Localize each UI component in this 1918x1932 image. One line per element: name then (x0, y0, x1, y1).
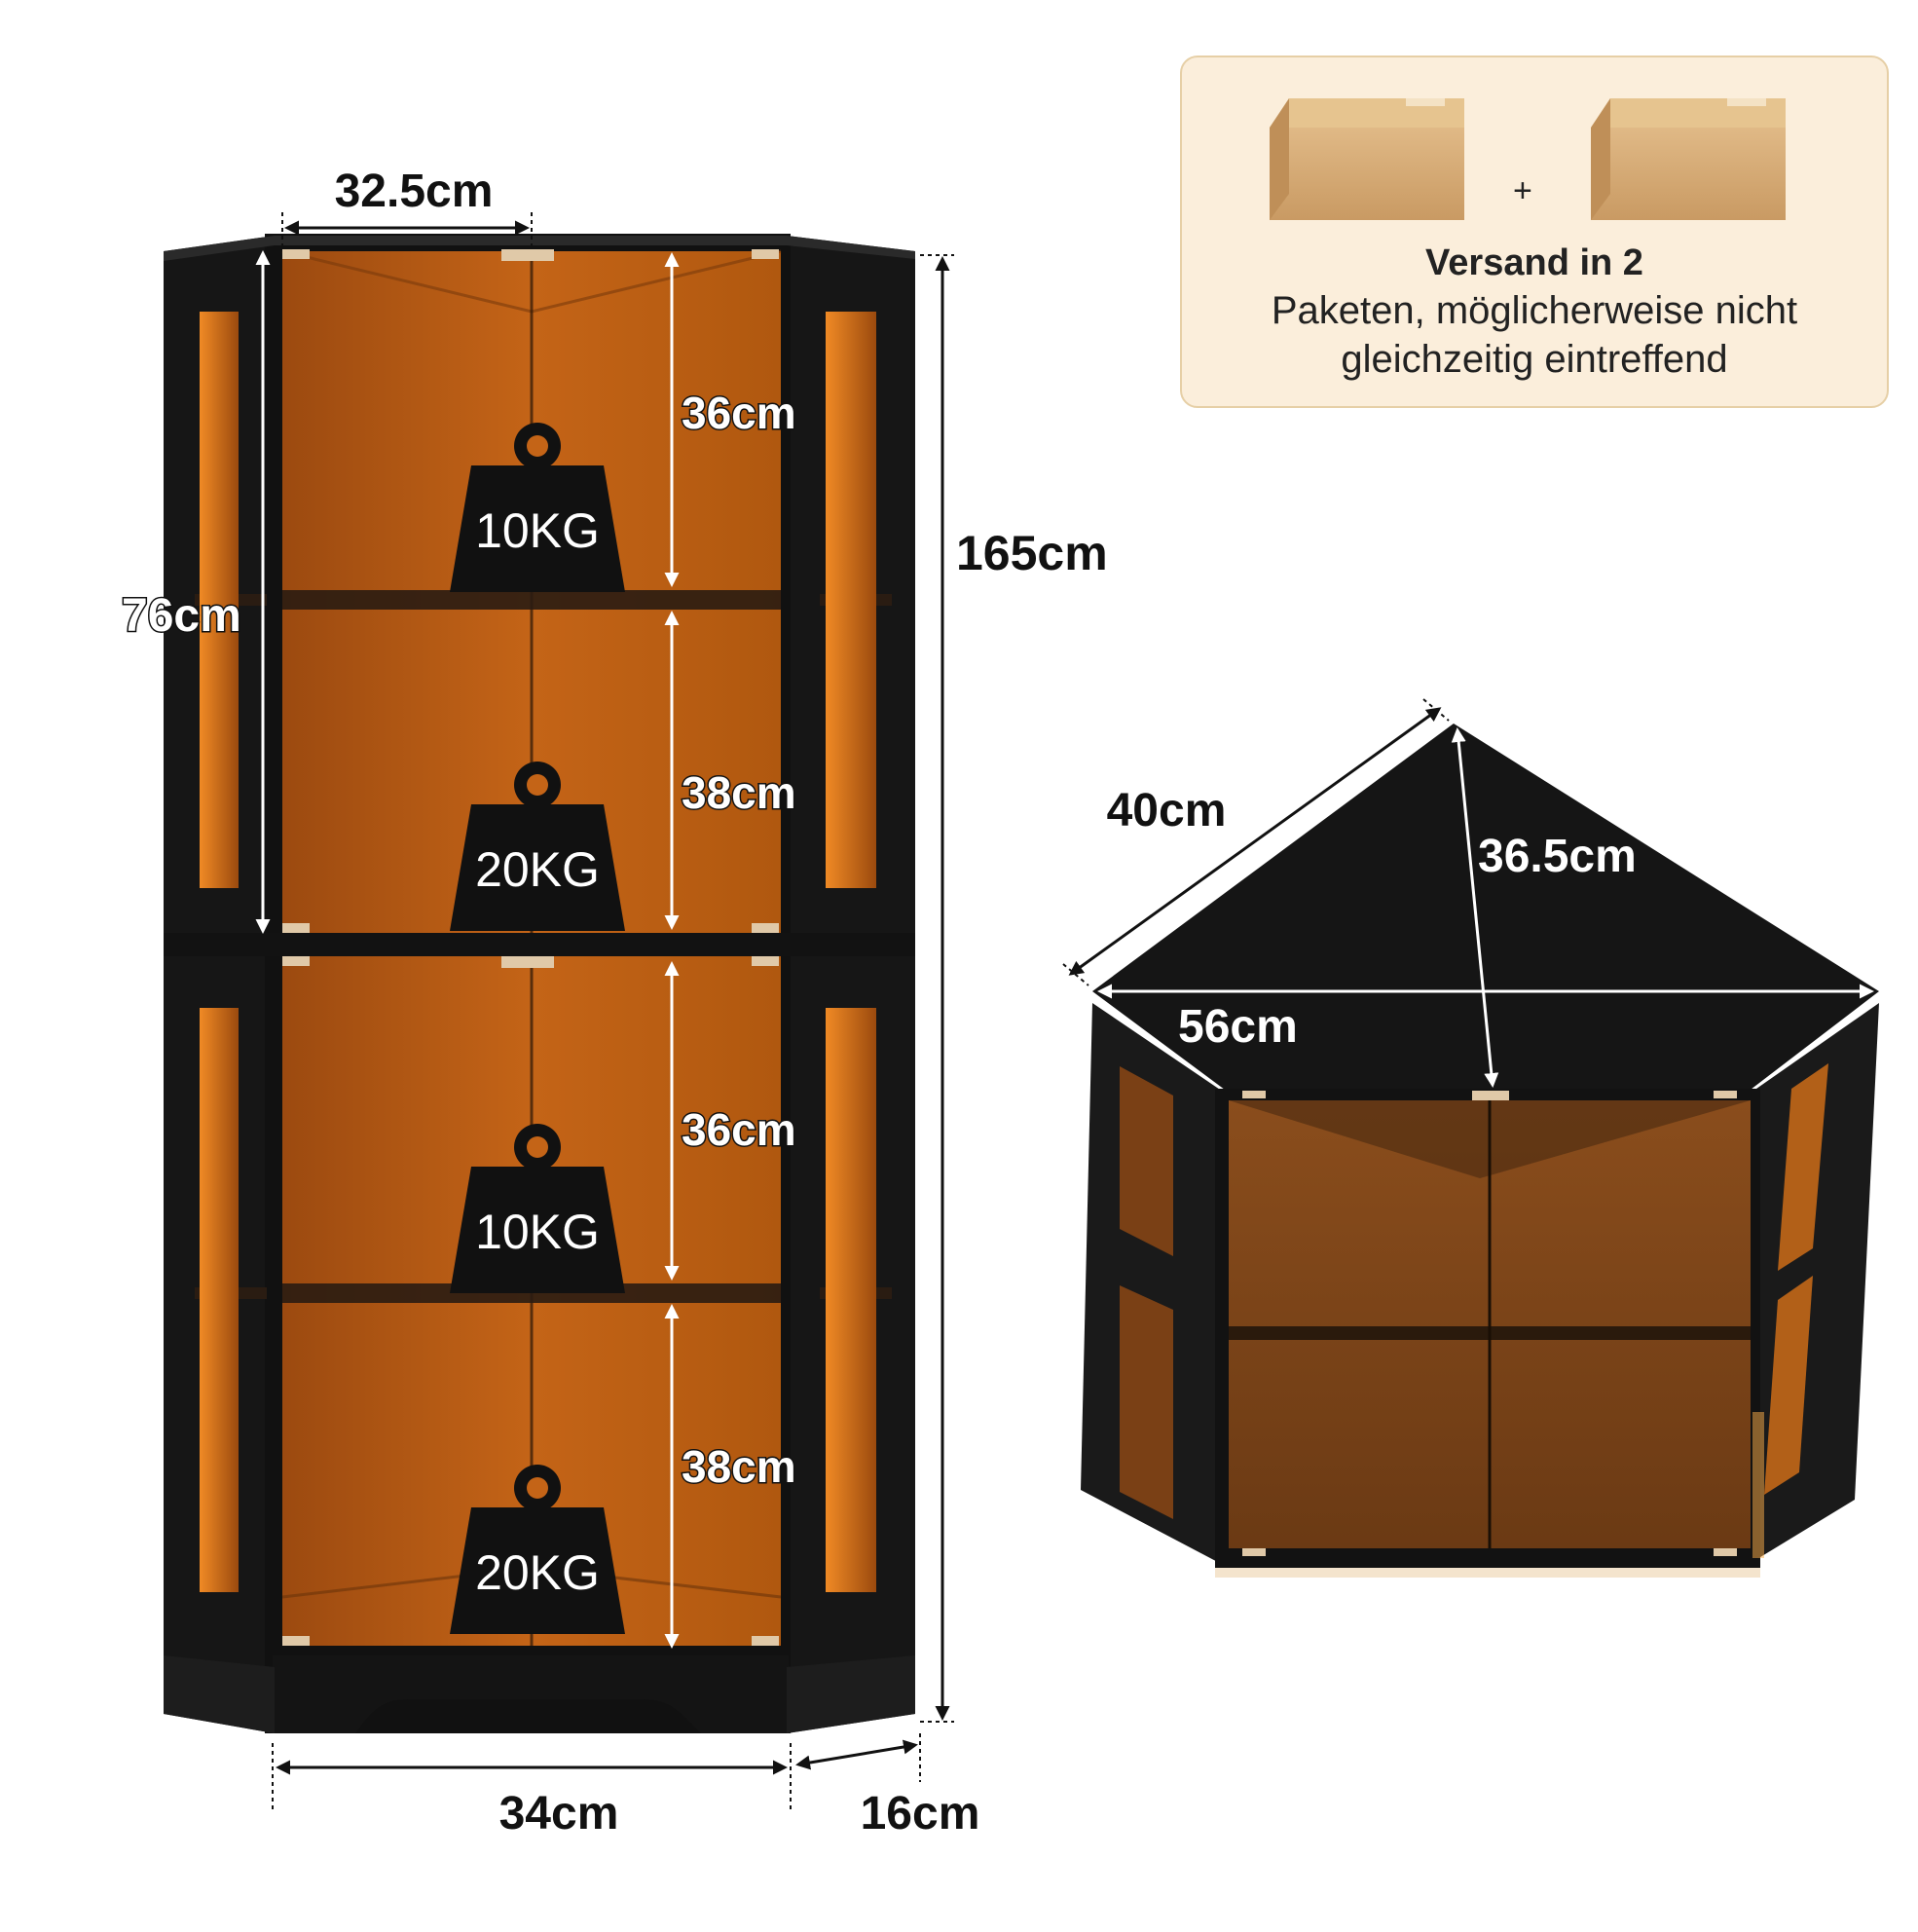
compartment-height-2: 38cm (682, 767, 796, 818)
compartment-height-4: 38cm (682, 1441, 796, 1492)
total-height-label: 165cm (956, 526, 1108, 580)
load-label-4: 20KG (475, 1545, 600, 1600)
weight-icon (450, 423, 625, 592)
front-width-label: 56cm (1178, 1001, 1298, 1053)
side-length-label: 40cm (1107, 785, 1227, 836)
shipping-info-box: + Versand in 2 Paketen, möglicherweise n… (1180, 56, 1889, 408)
top-width-dimension (281, 212, 533, 247)
total-height-dimension (920, 254, 954, 1723)
shipping-text-line-2: gleichzeitig eintreffend (1341, 338, 1728, 381)
shipping-text-line-1: Paketen, möglicherweise nicht (1271, 289, 1798, 332)
load-label-3: 10KG (475, 1205, 600, 1259)
shipping-title: Versand in 2 (1425, 242, 1643, 283)
load-label-1: 10KG (475, 503, 600, 558)
side-depth-label: 16cm (861, 1788, 980, 1839)
weight-icon (450, 1465, 625, 1634)
top-width-label: 32.5cm (335, 166, 494, 217)
weight-icon (450, 1124, 625, 1293)
depth-label: 36.5cm (1478, 831, 1637, 882)
plus-sign: + (1513, 172, 1532, 209)
bottom-width-dimension (272, 1743, 792, 1811)
weight-icon (450, 762, 625, 931)
side-length-dimension (1062, 698, 1450, 986)
load-label-2: 20KG (475, 842, 600, 897)
compartment-height-3: 36cm (682, 1104, 796, 1155)
small-cabinet (1081, 724, 1879, 1578)
depth-dimension (1451, 727, 1499, 1088)
package-box-icon (1270, 98, 1464, 220)
side-depth-dimension (795, 1733, 921, 1782)
package-box-icon (1591, 98, 1786, 220)
upper-height-label: 76cm (122, 590, 241, 642)
compartment-height-1: 36cm (682, 388, 796, 438)
bottom-width-label: 34cm (499, 1788, 619, 1839)
shelf (282, 590, 781, 610)
